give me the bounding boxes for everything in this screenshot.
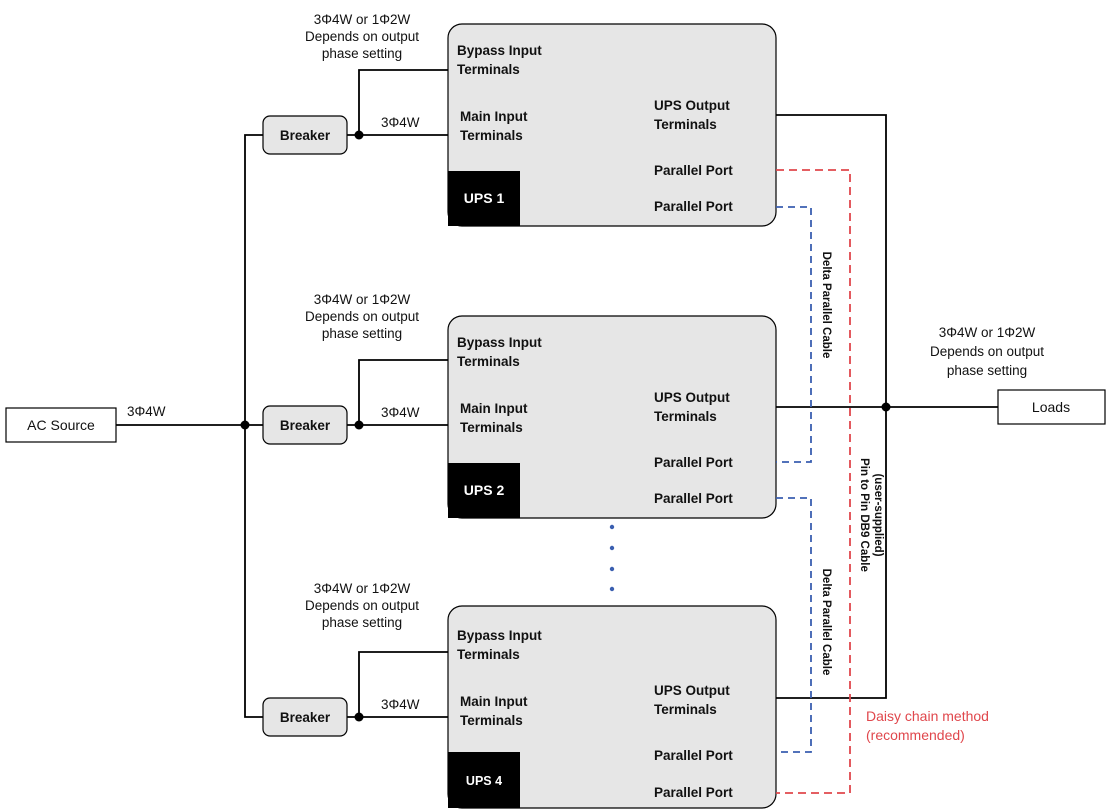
loads-label: Loads	[1032, 399, 1070, 415]
output-1-line2: Terminals	[654, 117, 717, 132]
delta-parallel-cable-1	[776, 206, 812, 463]
ups-1-box	[447, 23, 777, 227]
bypass-note-2-line1: 3Φ4W or 1Φ2W	[314, 292, 411, 307]
output-2-line1: UPS Output	[654, 390, 730, 405]
output-4-line2: Terminals	[654, 702, 717, 717]
ups-1-label-box	[448, 171, 520, 226]
ups-4-port-2: Parallel Port	[654, 785, 733, 800]
output-2-line2: Terminals	[654, 409, 717, 424]
bypass-1-line2: Terminals	[457, 62, 520, 77]
bypass-note-1-line3: phase setting	[322, 46, 402, 61]
main-2-line2: Terminals	[460, 420, 523, 435]
output-note-line3: phase setting	[947, 363, 1027, 378]
breaker-2-label: Breaker	[280, 418, 331, 433]
ups-4-name: UPS 4	[466, 774, 502, 788]
breaker-4-label: Breaker	[280, 710, 331, 725]
pin-to-pin-db9-cable	[776, 169, 851, 794]
ups-1-name: UPS 1	[464, 190, 505, 206]
ac-source-box	[5, 407, 117, 443]
main-2-line1: Main Input	[460, 401, 528, 416]
ups-1-port-2: Parallel Port	[654, 199, 733, 214]
main-1-line1: Main Input	[460, 109, 528, 124]
ups-1-port-1: Parallel Port	[654, 163, 733, 178]
ac-source-label: AC Source	[27, 417, 95, 433]
bypass-note-4-line2: Depends on output	[305, 598, 419, 613]
output-junction	[881, 402, 891, 412]
loads-box	[997, 389, 1106, 425]
bypass-wire-1	[358, 69, 448, 135]
main-wire-1-label: 3Φ4W	[381, 115, 420, 130]
ups-4-label-box	[448, 752, 520, 808]
more-units-ellipsis	[609, 524, 615, 592]
main-1-line2: Terminals	[460, 128, 523, 143]
daisy-chain-line2: (recommended)	[866, 727, 965, 743]
ups-group-2: Breaker 3Φ4W 3Φ4W or 1Φ2W Depends on out…	[262, 292, 777, 519]
bypass-note-4-line3: phase setting	[322, 615, 402, 630]
bypass-note-4-line1: 3Φ4W or 1Φ2W	[314, 581, 411, 596]
source-bus	[244, 134, 263, 718]
delta-parallel-cable-1-label: Delta Parallel Cable	[820, 252, 832, 359]
output-note-line1: 3Φ4W or 1Φ2W	[939, 325, 1036, 340]
bypass-2-line1: Bypass Input	[457, 335, 542, 350]
main-wire-4-label: 3Φ4W	[381, 697, 420, 712]
main-wire-2-label: 3Φ4W	[381, 405, 420, 420]
ups-2-name: UPS 2	[464, 482, 505, 498]
bypass-4-line2: Terminals	[457, 647, 520, 662]
ups-2-label-box	[448, 463, 520, 518]
ac-source-wire-label: 3Φ4W	[127, 404, 166, 419]
bypass-wire-4	[358, 651, 448, 717]
ups-2-port-2: Parallel Port	[654, 491, 733, 506]
main-4-line1: Main Input	[460, 694, 528, 709]
output-4-line1: UPS Output	[654, 683, 730, 698]
ups-4-box	[447, 605, 777, 809]
ups-2-port-1: Parallel Port	[654, 455, 733, 470]
pin-to-pin-label-line1: Pin to Pin DB9 Cable	[858, 458, 870, 572]
breaker-1-label: Breaker	[280, 128, 331, 143]
output-1-line1: UPS Output	[654, 98, 730, 113]
output-note-line2: Depends on output	[930, 344, 1044, 359]
bypass-note-1-line1: 3Φ4W or 1Φ2W	[314, 12, 411, 27]
delta-parallel-cable-2-label: Delta Parallel Cable	[820, 569, 832, 676]
pin-to-pin-label-line2: (user-supplied)	[872, 473, 884, 556]
bypass-2-line2: Terminals	[457, 354, 520, 369]
ups-group-4: Breaker 3Φ4W 3Φ4W or 1Φ2W Depends on out…	[262, 581, 777, 809]
main-4-line2: Terminals	[460, 713, 523, 728]
ups-2-box	[447, 315, 777, 519]
bypass-wire-2	[358, 359, 448, 425]
bypass-1-line1: Bypass Input	[457, 43, 542, 58]
bypass-4-line1: Bypass Input	[457, 628, 542, 643]
ups-group-1: Breaker 3Φ4W 3Φ4W or 1Φ2W Depends on out…	[262, 12, 777, 227]
ups-4-port-1: Parallel Port	[654, 748, 733, 763]
daisy-chain-line1: Daisy chain method	[866, 708, 989, 724]
bypass-note-2-line2: Depends on output	[305, 309, 419, 324]
bypass-note-2-line3: phase setting	[322, 326, 402, 341]
delta-parallel-cable-2	[776, 497, 812, 753]
bypass-note-1-line2: Depends on output	[305, 29, 419, 44]
